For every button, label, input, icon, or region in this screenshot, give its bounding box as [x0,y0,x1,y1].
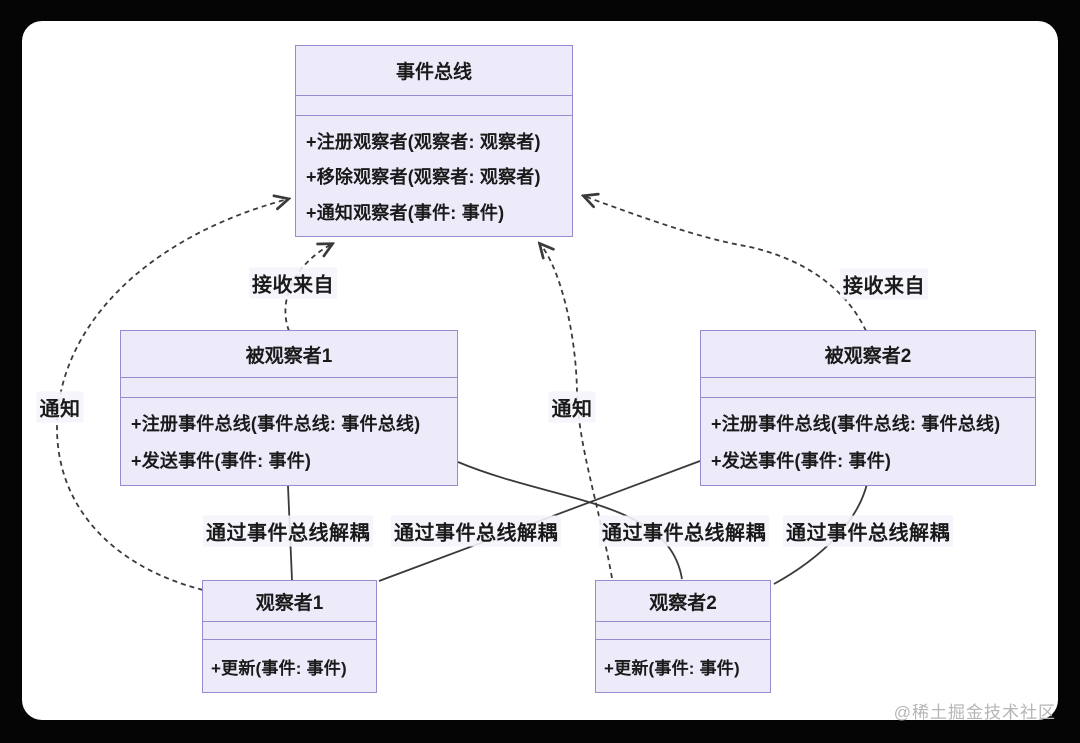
class-observer-2: 观察者2 +更新(事件: 事件) [595,580,771,693]
class-observable-2-attributes-empty [701,378,1035,398]
class-observer-2-methods: +更新(事件: 事件) [596,640,770,692]
method-remove-observer: +移除观察者(观察者: 观察者) [306,167,541,187]
class-observable-1-attributes-empty [121,378,457,398]
method-register-observer: +注册观察者(观察者: 观察者) [306,131,541,152]
class-observable-2: 被观察者2 +注册事件总线(事件总线: 事件总线) +发送事件(事件: 事件) [700,330,1036,486]
class-observer-2-attributes-empty [596,622,770,640]
class-observable-1: 被观察者1 +注册事件总线(事件总线: 事件总线) +发送事件(事件: 事件) [120,330,458,486]
edge-label-receive-from-1: 接收来自 [249,267,337,299]
edge-label-receive-from-2: 接收来自 [840,268,928,300]
class-event-bus-title: 事件总线 [296,46,572,96]
method-register-eventbus: +注册事件总线(事件总线: 事件总线) [711,414,1001,435]
class-observable-2-methods: +注册事件总线(事件总线: 事件总线) +发送事件(事件: 事件) [701,398,1035,485]
class-observer-1: 观察者1 +更新(事件: 事件) [202,580,377,693]
class-observable-2-title: 被观察者2 [701,331,1035,378]
class-observer-1-attributes-empty [203,622,376,640]
class-observable-1-methods: +注册事件总线(事件总线: 事件总线) +发送事件(事件: 事件) [121,398,457,485]
class-observable-1-title: 被观察者1 [121,331,457,378]
class-event-bus-methods: +注册观察者(观察者: 观察者) +移除观察者(观察者: 观察者) +通知观察者… [296,116,572,236]
class-observer-1-title: 观察者1 [203,581,376,622]
method-send-event: +发送事件(事件: 事件) [131,450,312,471]
edge-label-notify-2: 通知 [548,391,596,423]
method-send-event: +发送事件(事件: 事件) [711,450,892,471]
edge-label-decouple-1: 通过事件总线解耦 [203,515,373,547]
method-update: +更新(事件: 事件) [604,658,740,678]
edge-label-decouple-2: 通过事件总线解耦 [391,515,561,547]
class-event-bus-attributes-empty [296,96,572,116]
class-observer-1-methods: +更新(事件: 事件) [203,640,376,692]
edge-label-notify-1: 通知 [36,391,84,423]
method-update: +更新(事件: 事件) [211,658,347,678]
class-event-bus: 事件总线 +注册观察者(观察者: 观察者) +移除观察者(观察者: 观察者) +… [295,45,573,237]
watermark-text: @稀土掘金技术社区 [893,703,1056,722]
edge-label-decouple-4: 通过事件总线解耦 [783,515,953,547]
method-notify-observer: +通知观察者(事件: 事件) [306,202,505,223]
edge-label-decouple-3: 通过事件总线解耦 [599,515,769,547]
class-observer-2-title: 观察者2 [596,581,770,622]
method-register-eventbus: +注册事件总线(事件总线: 事件总线) [131,414,421,435]
